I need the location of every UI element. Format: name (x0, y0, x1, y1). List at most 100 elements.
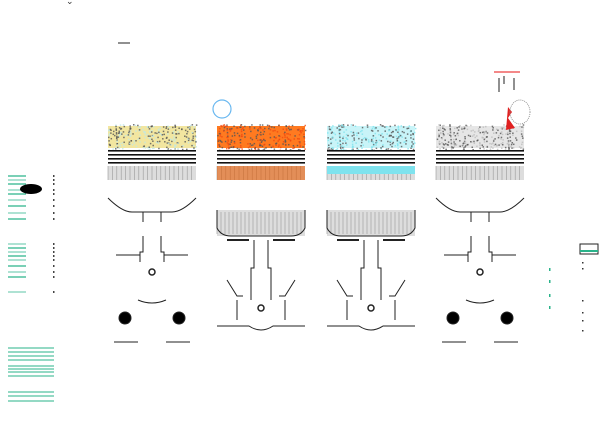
texture-dot (456, 132, 459, 135)
texture-dot (410, 134, 412, 136)
texture-dot (187, 138, 189, 140)
texture-dot (347, 134, 349, 137)
texture-dot (360, 141, 363, 144)
texture-dot (299, 146, 301, 148)
texture-dot (331, 136, 334, 138)
texture-dot (284, 136, 286, 138)
texture-dot (456, 127, 458, 129)
texture-dot (340, 124, 343, 126)
texture-dot (193, 128, 196, 131)
texture-dot (375, 142, 377, 145)
texture-dot (515, 130, 518, 133)
texture-dot (403, 131, 405, 134)
texture-dot (483, 131, 485, 133)
texture-dot (273, 148, 276, 150)
texture-dot (462, 144, 464, 147)
panel-hatch-line (217, 154, 305, 156)
texture-dot (489, 142, 491, 145)
texture-dot (345, 142, 347, 144)
texture-dot (497, 136, 500, 139)
texture-dot (168, 127, 171, 129)
layer-toggle (53, 189, 55, 191)
body-outline (217, 240, 305, 331)
texture-dot (499, 132, 502, 135)
texture-dot (240, 126, 242, 128)
texture-dot (400, 145, 403, 148)
texture-dot (485, 136, 488, 138)
texture-dot (332, 149, 334, 151)
texture-dot (398, 141, 401, 144)
texture-dot (250, 148, 253, 150)
texture-dot (342, 139, 344, 142)
texture-dot (337, 145, 339, 147)
texture-dot (501, 133, 504, 136)
texture-dot (158, 129, 160, 132)
texture-dot (219, 145, 221, 148)
texture-dot (353, 137, 355, 139)
texture-dot (410, 137, 412, 139)
texture-dot (176, 142, 179, 144)
texture-dot (436, 138, 439, 141)
texture-dot (343, 131, 345, 133)
texture-dot (338, 129, 341, 131)
texture-dot (118, 134, 121, 136)
texture-dot (410, 130, 412, 132)
texture-dot (137, 124, 139, 127)
texture-dot (353, 134, 355, 136)
texture-dot (371, 130, 374, 132)
texture-dot (173, 140, 176, 143)
texture-dot (283, 132, 286, 135)
texture-dot (459, 140, 461, 142)
texture-dot (378, 139, 381, 141)
texture-dot (167, 125, 169, 128)
texture-dot (176, 133, 178, 135)
texture-dot (189, 128, 191, 130)
texture-dot (122, 124, 125, 126)
texture-dot (108, 133, 111, 135)
texture-dot (343, 146, 345, 148)
chevron-down-icon[interactable]: ⌄ (66, 0, 74, 7)
texture-dot (463, 147, 465, 149)
texture-dot (289, 133, 291, 136)
texture-dot (462, 142, 465, 145)
texture-dot (112, 148, 114, 150)
texture-dot (334, 133, 337, 136)
texture-dot (138, 130, 140, 132)
texture-dot (371, 141, 374, 143)
texture-dot (116, 135, 118, 138)
texture-dot (227, 135, 229, 137)
texture-dot (450, 146, 453, 148)
texture-dot (115, 148, 117, 150)
texture-dot (388, 129, 391, 131)
body-outline (327, 240, 415, 331)
texture-dot (330, 142, 332, 145)
texture-dot (328, 149, 331, 151)
texture-dot (385, 137, 388, 140)
texture-dot (411, 146, 413, 149)
texture-dot (254, 147, 257, 149)
texture-dot (261, 145, 264, 148)
texture-dot (149, 127, 151, 129)
texture-dot (233, 140, 236, 143)
texture-dot (507, 140, 510, 142)
texture-dot (380, 147, 383, 150)
texture-dot (281, 136, 284, 139)
texture-dot (108, 134, 111, 137)
texture-dot (382, 125, 384, 127)
texture-dot (379, 124, 382, 126)
texture-dot (391, 145, 393, 148)
texture-dot (278, 144, 280, 146)
stem (444, 212, 516, 262)
texture-dot (441, 137, 443, 140)
texture-dot (162, 130, 165, 133)
texture-dot (171, 139, 174, 141)
texture-dot (286, 136, 288, 139)
texture-dot (483, 132, 486, 134)
texture-dot (118, 135, 121, 138)
texture-dot (300, 131, 302, 134)
texture-dot (342, 147, 344, 149)
texture-dot (187, 141, 190, 144)
texture-dot (259, 144, 261, 146)
texture-dot (142, 128, 144, 131)
texture-dot (195, 124, 198, 126)
